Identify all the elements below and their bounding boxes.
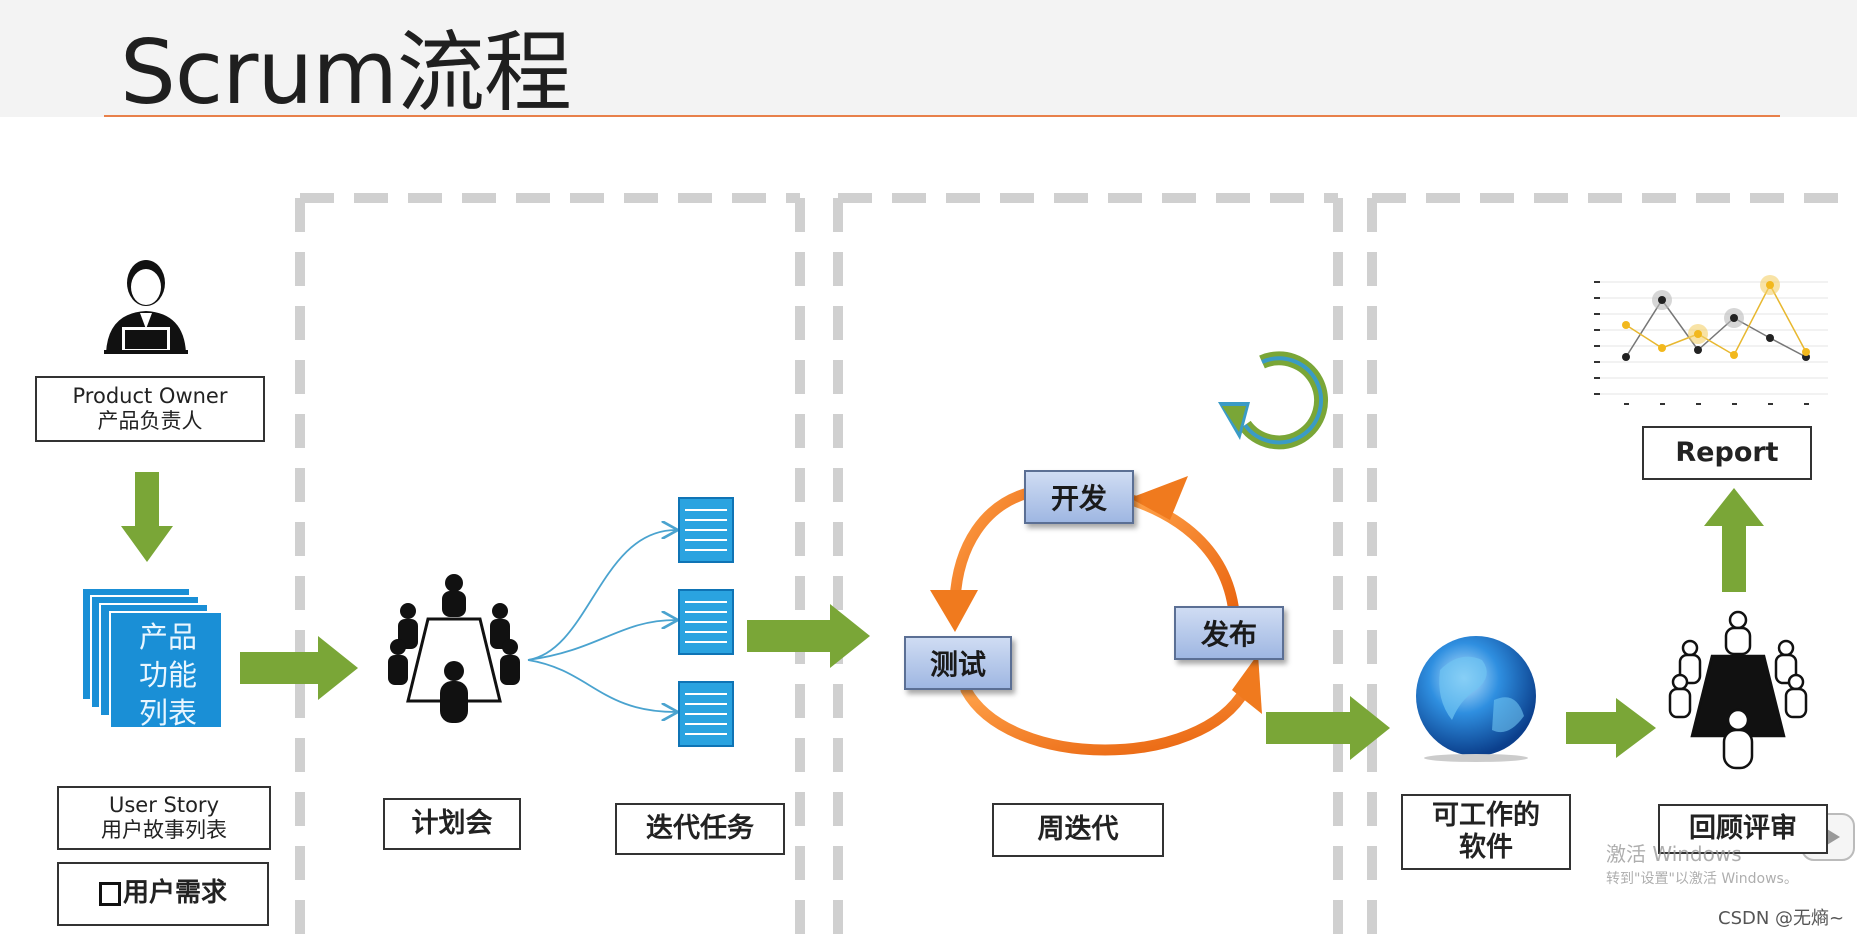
working-software-line-2: 软件 — [1459, 832, 1513, 863]
csdn-watermark: CSDN @无熵~ — [1718, 908, 1845, 929]
globe-icon — [1416, 636, 1536, 762]
task-doc-lines — [685, 509, 727, 735]
arrow-right-icon — [747, 604, 870, 668]
user-need-label: 用户需求 — [122, 878, 227, 909]
report-chart-icon — [1594, 275, 1828, 405]
planning-meeting-box: 计划会 — [383, 798, 521, 850]
cycle-arrowhead — [1130, 476, 1188, 520]
branch-lines — [527, 530, 676, 712]
slide-title: Scrum流程 — [120, 21, 572, 124]
refresh-icon — [1218, 351, 1329, 450]
activate-windows-hint: 转到"设置"以激活 Windows。 — [1606, 871, 1798, 887]
arrow-right-icon — [240, 636, 358, 700]
cycle-arrowhead — [1232, 654, 1262, 714]
activate-windows-watermark: 激活 Windows — [1606, 842, 1742, 866]
slide-header — [0, 0, 1857, 117]
person-icon — [104, 260, 188, 354]
product-owner-en: Product Owner — [72, 383, 228, 408]
develop-pill: 开发 — [1024, 470, 1134, 524]
user-story-en: User Story — [108, 792, 219, 817]
planning-meeting-label: 计划会 — [411, 807, 493, 839]
report-label: Report — [1675, 436, 1779, 468]
checkbox-icon — [98, 882, 121, 906]
arrow-right-icon — [1566, 698, 1656, 758]
user-need-box: 用户需求 — [57, 862, 269, 926]
test-pill: 测试 — [904, 636, 1012, 690]
weekly-sprint-label: 周迭代 — [1037, 813, 1119, 845]
user-story-zh: 用户故事列表 — [101, 818, 227, 842]
arrow-up-icon — [1704, 488, 1764, 592]
backlog-line-3: 列表 — [138, 696, 197, 730]
arrow-down-icon — [121, 472, 173, 562]
user-story-box: User Story 用户故事列表 — [57, 786, 271, 850]
cycle-arrowhead — [930, 590, 978, 632]
backlog-line-1: 产品 — [138, 620, 197, 654]
backlog-line-2: 功能 — [138, 658, 197, 692]
sprint-tasks-label: 迭代任务 — [646, 812, 754, 844]
review-box: 回顾评审 — [1658, 804, 1828, 854]
dashed-frames — [295, 193, 1857, 936]
backlog-stack-icon — [81, 587, 223, 729]
meeting-icon — [388, 574, 520, 723]
arrow-right-icon — [1266, 696, 1390, 760]
working-software-box: 可工作的 软件 — [1401, 794, 1571, 870]
sprint-tasks-box: 迭代任务 — [615, 803, 785, 855]
working-software-line-1: 可工作的 — [1432, 799, 1540, 831]
product-owner-zh: 产品负责人 — [97, 409, 203, 433]
release-pill: 发布 — [1174, 606, 1284, 660]
title-underline — [104, 115, 1780, 117]
report-box: Report — [1642, 426, 1812, 480]
product-owner-box: Product Owner 产品负责人 — [35, 376, 265, 442]
weekly-sprint-box: 周迭代 — [992, 803, 1164, 857]
backlog-label: 产品 功能 列表 — [118, 618, 218, 732]
review-label: 回顾评审 — [1689, 812, 1797, 844]
review-meeting-icon — [1668, 610, 1808, 770]
